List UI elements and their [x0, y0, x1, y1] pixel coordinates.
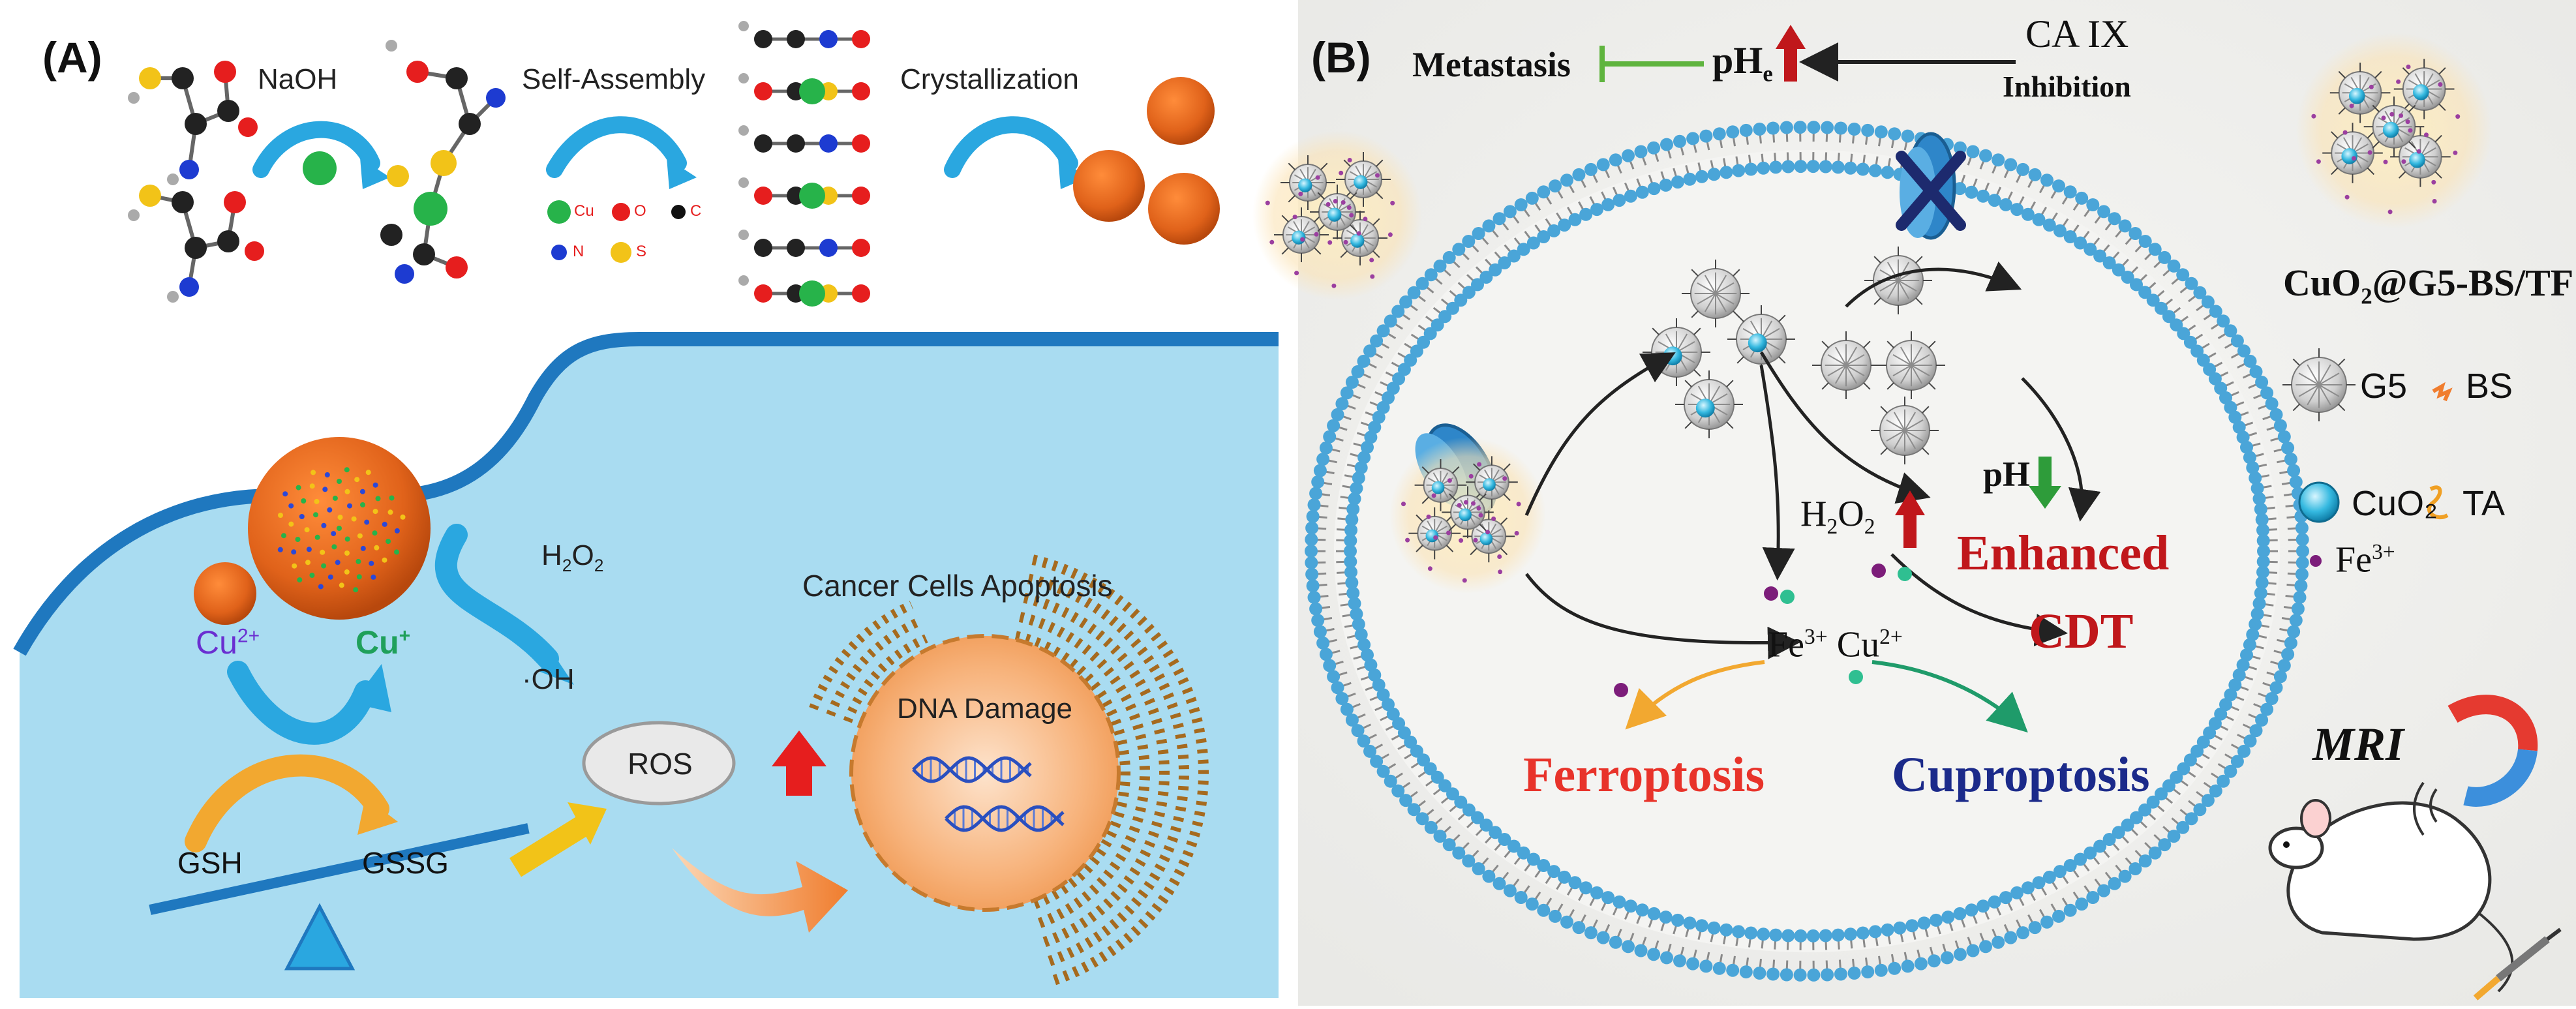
- panel-a-label: (A): [42, 36, 102, 79]
- h2o2-label: H2O2: [541, 541, 603, 574]
- ferroptosis-label: Ferroptosis: [1523, 750, 1765, 800]
- element-legend: [547, 200, 686, 263]
- legend-o-label: O: [634, 203, 646, 219]
- enhanced-label: Enhanced: [1957, 528, 2169, 578]
- synthesis-arrows: [261, 125, 1088, 189]
- hydroxyl-radical-label: ·OH: [522, 665, 575, 694]
- panel-b-label: (B): [1311, 36, 1371, 79]
- cdt-label: CDT: [2029, 607, 2133, 656]
- nucleus: [851, 636, 1119, 910]
- nanoplatform-formula: CuO2@G5-BS/TF: [2283, 264, 2573, 308]
- nanoparticle-small: [194, 562, 256, 625]
- legend-c-label: C: [690, 203, 701, 219]
- cu1-label: Cu+: [356, 626, 410, 659]
- fe3-cu2-label: Fe3+ Cu2+: [1768, 626, 1903, 663]
- self-assembled-chain: [738, 21, 870, 307]
- molecule-cu-complex: [380, 40, 506, 284]
- h2o2-label-b: H2O2: [1800, 496, 1875, 538]
- ros-label: ROS: [628, 749, 693, 779]
- cu2-label: Cu2+: [196, 626, 260, 659]
- phe-label: pHe: [1712, 42, 1773, 85]
- legend-cuo2-label: CuO₂: [2352, 486, 2438, 521]
- legend-n-label: N: [573, 244, 584, 260]
- step-naoh-label: NaOH: [258, 65, 337, 94]
- ph-label: pH: [1983, 457, 2030, 492]
- legend-s-label: S: [636, 244, 646, 260]
- step-self-assembly-label: Self-Assembly: [522, 65, 705, 94]
- crystallized-nanoparticles: [1073, 77, 1220, 245]
- legend-ta-label: TA: [2462, 486, 2505, 521]
- nanoparticle-large: [248, 437, 431, 620]
- legend-cu-label: Cu: [574, 203, 594, 219]
- inhibition-label: Inhibition: [2003, 72, 2131, 102]
- legend-g5-label: G5: [2360, 369, 2407, 404]
- gssg-label: GSSG: [362, 848, 449, 878]
- dna-damage-label: DNA Damage: [897, 695, 1072, 723]
- legend-bs-label: BS: [2466, 369, 2513, 404]
- metastasis-label: Metastasis: [1412, 47, 1571, 82]
- cuproptosis-label: Cuproptosis: [1892, 750, 2150, 800]
- apoptosis-label: Cancer Cells Apoptosis: [802, 571, 1113, 601]
- gsh-label: GSH: [177, 848, 243, 878]
- step-crystallization-label: Crystallization: [900, 65, 1079, 94]
- legend-fe-label: Fe3+: [2335, 541, 2395, 579]
- molecule-cysteine-2: [128, 185, 264, 303]
- ca9-label: CA IX: [2025, 14, 2129, 53]
- molecule-cysteine-1: [128, 61, 258, 185]
- mri-label: MRI: [2312, 721, 2404, 768]
